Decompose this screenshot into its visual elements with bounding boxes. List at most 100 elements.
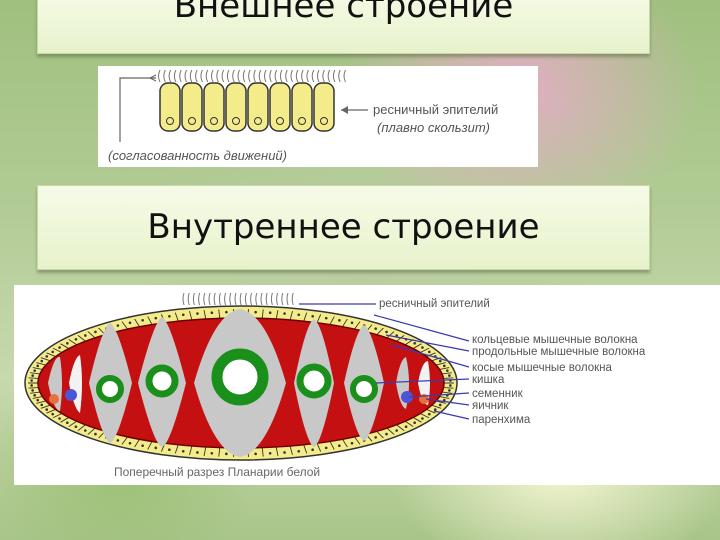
epithelial-nucleus xyxy=(421,417,424,420)
epithelial-nucleus xyxy=(141,444,144,447)
epithelial-nucleus xyxy=(74,337,78,341)
cilium xyxy=(208,292,211,306)
epithelial-nucleus xyxy=(283,451,286,454)
epithelial-nucleus xyxy=(395,334,399,337)
cilium xyxy=(258,69,262,83)
epithelial-nucleus xyxy=(210,311,214,314)
epithelial-nucleus xyxy=(413,421,416,425)
structure-label: продольные мышечные волокна xyxy=(472,346,646,358)
epithelial-cell xyxy=(247,82,269,132)
cilium xyxy=(322,69,325,83)
epithelial-nucleus xyxy=(449,384,452,387)
epithelial-nucleus xyxy=(66,341,69,345)
epithelial-nucleus xyxy=(168,448,171,452)
gut-section-4 xyxy=(296,363,332,399)
parenchyma-lobe-9 xyxy=(418,361,430,405)
epithelial-nucleus xyxy=(395,429,398,432)
epithelial-nucleus xyxy=(168,314,171,318)
parenchyma-lobe-2 xyxy=(69,355,82,413)
epithelial-nucleus xyxy=(268,452,272,455)
epithelial-cell xyxy=(159,82,181,132)
epithelial-nucleus xyxy=(40,403,44,407)
cilium xyxy=(237,69,240,83)
leader-lines xyxy=(299,303,470,420)
epithelial-nucleus xyxy=(74,425,78,429)
cilium xyxy=(343,69,346,83)
cilium xyxy=(200,69,203,83)
structure-label: яичник xyxy=(472,400,509,412)
epithelial-nucleus xyxy=(283,312,286,315)
external-structure-title: Внешнее строение xyxy=(37,0,650,54)
epithelial-cell-border xyxy=(28,377,39,379)
epithelial-nucleus xyxy=(94,432,97,436)
epithelial-nucleus xyxy=(225,452,228,456)
epithelial-nucleus xyxy=(116,439,120,442)
epithelial-nucleus xyxy=(297,449,301,453)
cilium xyxy=(285,69,288,83)
cilium xyxy=(192,292,195,306)
testis-right xyxy=(401,391,413,403)
cilium xyxy=(255,292,258,306)
epithelial-nucleus xyxy=(254,452,257,456)
coordination-arrow-head xyxy=(149,74,157,82)
epithelial-nucleus xyxy=(311,314,314,318)
cross-section-caption: Поперечный разрез Планарии белой xyxy=(114,465,320,479)
cilium xyxy=(290,69,293,83)
epithelial-nucleus xyxy=(225,310,228,314)
epithelial-nucleus xyxy=(196,312,199,315)
cell-nucleus xyxy=(210,117,218,125)
epithelial-nucleus xyxy=(428,350,431,354)
epithelial-nucleus xyxy=(324,446,328,450)
cilium xyxy=(311,69,315,83)
cilium xyxy=(279,69,283,83)
structure-label: ресничный эпителий xyxy=(379,298,490,310)
cilium xyxy=(203,292,206,306)
epithelial-nucleus xyxy=(128,321,132,325)
gut-section-1 xyxy=(96,375,124,403)
cell-nucleus xyxy=(276,117,284,125)
cilium xyxy=(270,292,273,306)
epithelial-nucleus xyxy=(116,324,120,327)
cilium xyxy=(182,292,185,306)
cilium xyxy=(248,69,251,83)
epithelial-nucleus xyxy=(385,330,388,334)
epithelial-cell xyxy=(291,82,313,132)
cilium xyxy=(286,292,289,306)
epithelial-nucleus xyxy=(297,313,301,317)
epithelial-nucleus xyxy=(442,398,446,402)
cell-nucleus xyxy=(188,117,196,125)
epithelial-nucleus xyxy=(438,403,442,407)
epithelial-nucleus xyxy=(31,389,34,392)
epithelial-nucleus xyxy=(30,384,33,387)
cilium xyxy=(229,292,232,306)
cilium xyxy=(213,292,216,306)
cell-nucleus xyxy=(298,117,306,125)
epithelial-cells xyxy=(159,82,335,132)
ovary-left xyxy=(49,394,59,404)
epithelial-nucleus xyxy=(31,374,34,377)
epithelial-cell xyxy=(225,82,247,132)
structure-label: семенник xyxy=(472,388,524,400)
epithelial-nucleus xyxy=(58,417,61,420)
cilium xyxy=(232,69,235,83)
epithelial-nucleus xyxy=(404,425,408,429)
epithelial-cell xyxy=(269,82,291,132)
epithelial-nucleus xyxy=(45,355,49,358)
epithelial-nucleus xyxy=(51,412,54,416)
epithelial-cell-border xyxy=(443,377,454,379)
epithelial-nucleus xyxy=(181,449,185,453)
epithelial-cell xyxy=(203,82,225,132)
epithelium-pointer-head xyxy=(341,106,348,114)
gut-section-2 xyxy=(145,364,179,398)
cilium xyxy=(195,69,198,83)
epithelial-nucleus xyxy=(438,359,442,363)
cilium xyxy=(281,292,284,306)
epithelial-nucleus xyxy=(30,379,33,382)
cilium xyxy=(158,69,161,83)
cilia-outer xyxy=(182,292,294,306)
cilium xyxy=(242,69,246,83)
epithelial-nucleus xyxy=(374,436,377,439)
cilia xyxy=(158,69,346,83)
